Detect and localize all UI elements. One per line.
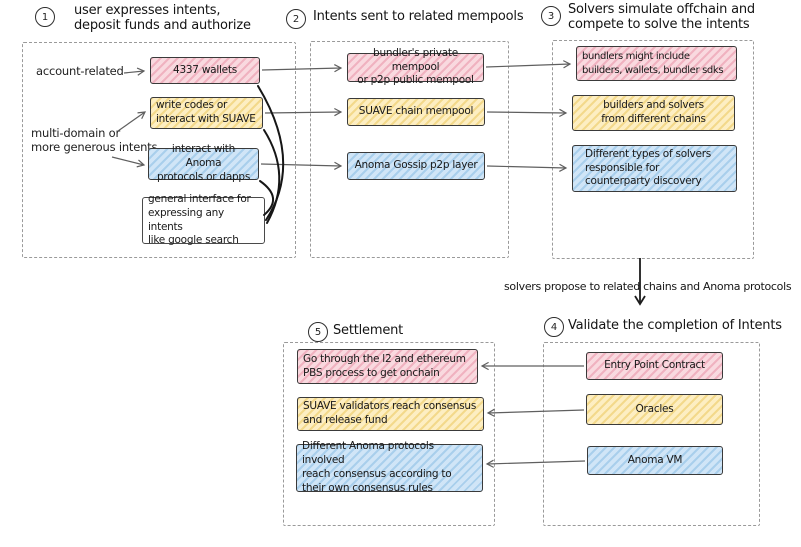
node-bundlers-include: bundlers might include builders, wallets… (576, 46, 737, 81)
node-write-codes-suave: write codes or interact with SUAVE (150, 97, 263, 129)
step-2-title: Intents sent to related mempools (313, 9, 524, 24)
node-builders-solvers: builders and solvers from different chai… (572, 95, 735, 131)
label-account-related: account-related (36, 64, 124, 78)
node-suave-chain-mempool: SUAVE chain mempool (347, 98, 485, 126)
node-suave-validators: SUAVE validators reach consensus and rel… (297, 397, 484, 431)
node-4337-wallets: 4337 wallets (150, 57, 260, 84)
step-4-badge: 4 (544, 317, 564, 337)
node-oracles: Oracles (586, 394, 723, 425)
section-4-group (543, 342, 760, 526)
section-1-group (22, 42, 296, 258)
node-anoma-consensus: Different Anoma protocols involved reach… (296, 440, 483, 494)
step-1-title: user expresses intents, deposit funds an… (74, 3, 251, 34)
node-entry-point-contract: Entry Point Contract (586, 352, 723, 380)
node-interact-anoma: interact with Anoma protocols or dapps (148, 143, 259, 183)
node-general-interface: general interface for expressing any int… (142, 193, 265, 246)
step-5-title: Settlement (333, 323, 404, 338)
label-solvers-propose: solvers propose to related chains and An… (504, 280, 792, 293)
step-4-title: Validate the completion of Intents (568, 318, 782, 333)
section-5-group (283, 342, 495, 526)
step-1-badge: 1 (35, 7, 55, 27)
step-3-badge: 3 (541, 6, 561, 26)
step-2-badge: 2 (286, 9, 306, 29)
section-2-group (310, 41, 509, 258)
section-3-group (552, 40, 754, 259)
step-3-title: Solvers simulate offchain and compete to… (568, 2, 755, 33)
node-pbs-onchain: Go through the l2 and ethereum PBS proce… (297, 349, 478, 384)
node-solver-types: Different types of solvers responsible f… (572, 145, 737, 192)
node-anoma-gossip-layer: Anoma Gossip p2p layer (347, 152, 485, 180)
label-multi-domain: multi-domain or more generous intents (31, 126, 158, 155)
node-anoma-vm: Anoma VM (587, 446, 723, 475)
node-bundler-mempool: bundler's private mempool or p2p public … (347, 47, 484, 86)
step-5-badge: 5 (308, 322, 328, 342)
